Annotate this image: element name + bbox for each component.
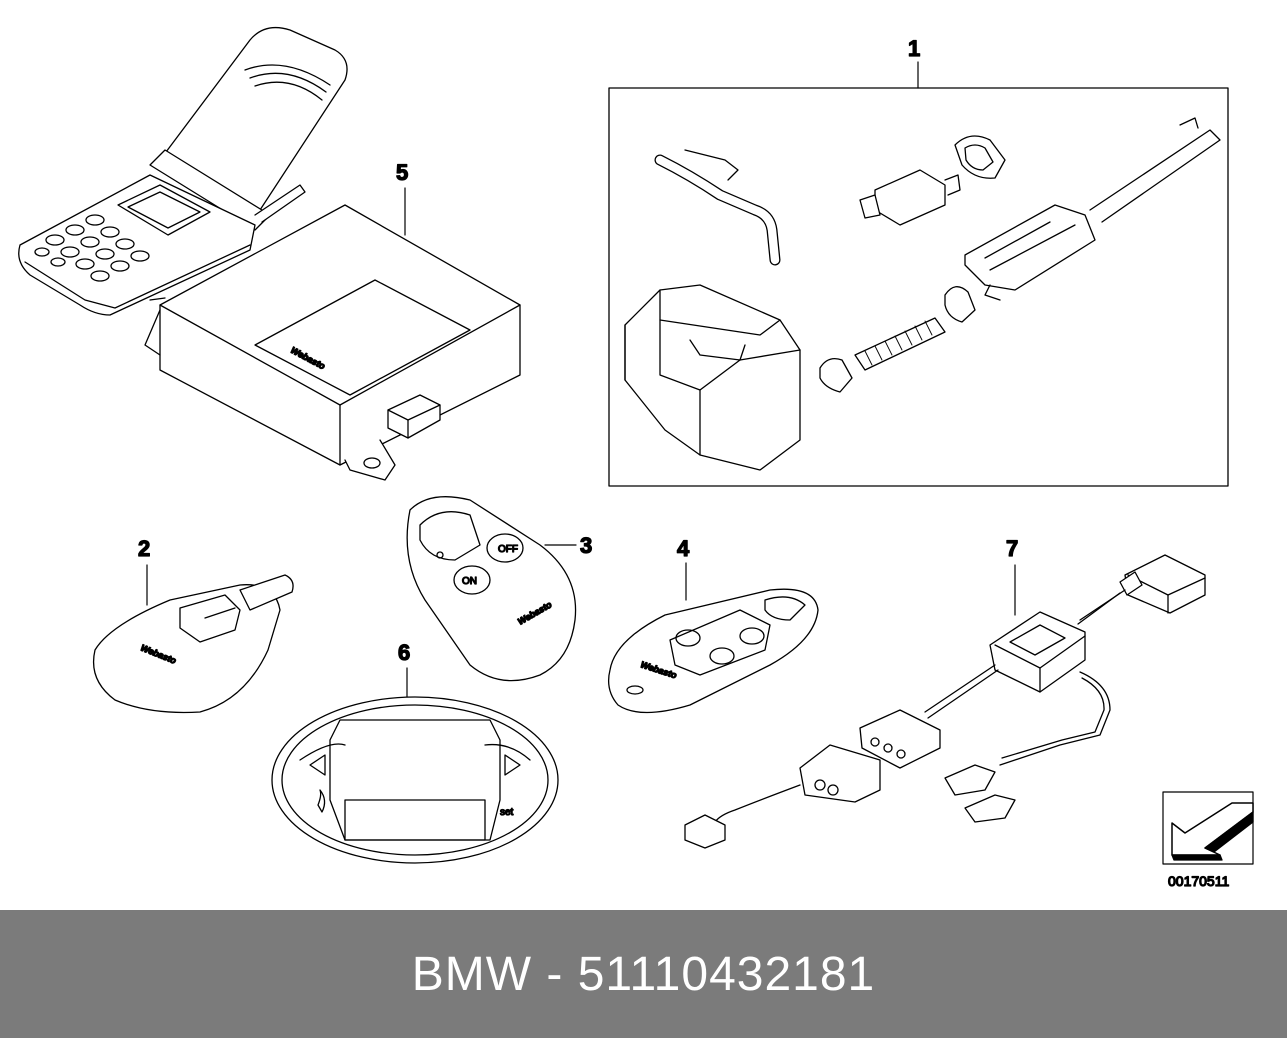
mobile-phone [18,26,348,316]
phone-keypad [34,214,150,282]
display-6: set [271,696,559,864]
direction-arrow-box [1162,791,1254,865]
part-label-3: 3 [580,533,592,558]
remote-4: Webasto [607,588,819,714]
footer-bar: BMW - 51110432181 [0,910,1287,1038]
arrow-icon [1171,802,1254,856]
part-label-5: 5 [396,160,408,185]
remote-3: OFF ON Webasto [406,496,577,682]
part-label-4: 4 [677,536,690,561]
remote-3-off-label: OFF [498,544,518,555]
heater-kit-1 [608,87,1229,487]
display-set-label: set [500,807,514,818]
part-label-6: 6 [398,640,410,665]
control-unit-5: Webasto [144,204,521,481]
footer-part-number: BMW - 51110432181 [411,947,876,1001]
remote-2: Webasto [92,574,294,714]
part-label-1: 1 [908,36,920,61]
part-label-7: 7 [1006,536,1018,561]
parts-diagram: Webasto [18,26,1254,890]
reference-number: 00170511 [1168,873,1229,889]
diagnostic-cable-7 [684,554,1206,849]
callout-lines [146,61,1016,698]
part-label-2: 2 [138,536,150,561]
diagram-canvas: Webasto [18,26,1254,890]
remote-3-on-label: ON [462,576,477,587]
